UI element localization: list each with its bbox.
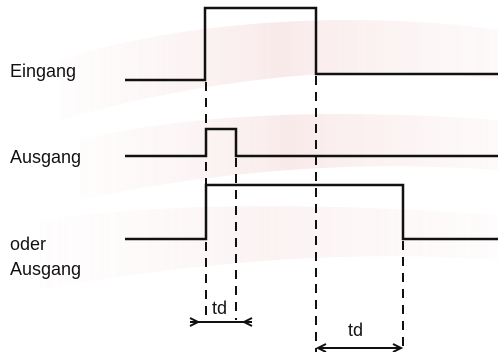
input-label: Eingang — [10, 61, 77, 81]
input-signal-trace — [125, 6, 498, 82]
alt-output-trace — [125, 183, 498, 241]
td-pulse-dimension — [189, 317, 253, 327]
td-off-delay-label: td — [348, 320, 364, 340]
output-label: Ausgang — [10, 147, 82, 167]
alt-output-label-line1: oder — [10, 234, 47, 254]
td-pulse-label: td — [212, 298, 228, 318]
alt-output-label-line2: Ausgang — [10, 259, 82, 279]
td-off-delay-dimension — [315, 343, 404, 352]
output-pulse-trace — [125, 127, 498, 158]
